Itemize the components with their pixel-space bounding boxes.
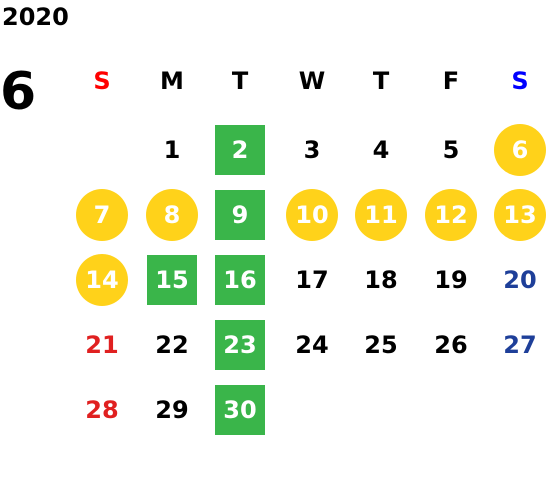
day-22[interactable]: 22 <box>155 331 189 359</box>
day-25[interactable]: 25 <box>364 331 398 359</box>
day-5[interactable]: 5 <box>442 136 460 164</box>
day-16[interactable]: 16 <box>215 255 265 305</box>
day-4[interactable]: 4 <box>372 136 390 164</box>
weekday-4: T <box>372 67 390 95</box>
day-10[interactable]: 10 <box>286 189 338 241</box>
day-13[interactable]: 13 <box>494 189 546 241</box>
day-24[interactable]: 24 <box>295 331 329 359</box>
day-26[interactable]: 26 <box>434 331 468 359</box>
day-9[interactable]: 9 <box>215 190 265 240</box>
day-11[interactable]: 11 <box>355 189 407 241</box>
day-27[interactable]: 27 <box>503 331 537 359</box>
weekday-5: F <box>442 67 460 95</box>
day-15[interactable]: 15 <box>147 255 197 305</box>
day-19[interactable]: 19 <box>434 266 468 294</box>
day-18[interactable]: 18 <box>364 266 398 294</box>
day-14[interactable]: 14 <box>76 254 128 306</box>
weekday-1: M <box>160 67 184 95</box>
weekday-6: S <box>511 67 529 95</box>
weekday-2: T <box>231 67 249 95</box>
month-label: 6 <box>0 62 37 122</box>
day-21[interactable]: 21 <box>85 331 119 359</box>
day-28[interactable]: 28 <box>85 396 119 424</box>
day-6[interactable]: 6 <box>494 124 546 176</box>
day-1[interactable]: 1 <box>163 136 181 164</box>
day-2[interactable]: 2 <box>215 125 265 175</box>
weekday-0: S <box>93 67 111 95</box>
day-12[interactable]: 12 <box>425 189 477 241</box>
day-3[interactable]: 3 <box>303 136 321 164</box>
day-7[interactable]: 7 <box>76 189 128 241</box>
day-29[interactable]: 29 <box>155 396 189 424</box>
day-8[interactable]: 8 <box>146 189 198 241</box>
day-30[interactable]: 30 <box>215 385 265 435</box>
year-label: 2020 <box>2 3 69 31</box>
weekday-3: W <box>298 67 326 95</box>
day-17[interactable]: 17 <box>295 266 329 294</box>
day-23[interactable]: 23 <box>215 320 265 370</box>
day-20[interactable]: 20 <box>503 266 537 294</box>
